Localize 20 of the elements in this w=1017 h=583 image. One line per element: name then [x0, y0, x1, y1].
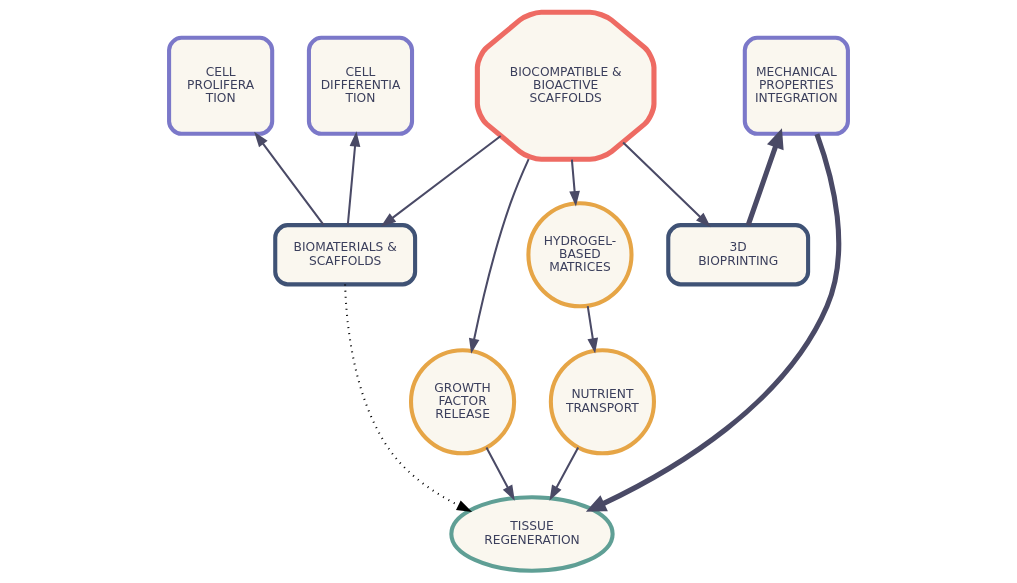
arrow [468, 158, 530, 354]
node-box: MECHANICAL PROPERTIES INTEGRATION [742, 35, 850, 136]
arrow [569, 159, 580, 207]
node-box: BIOMATERIALS & SCAFFOLDS [273, 223, 418, 287]
arrow [380, 135, 502, 227]
arrow [745, 128, 784, 226]
node-box: CELL DIFFERENTIA TION [306, 35, 415, 136]
node-circle: NUTRIENT TRANSPORT [548, 348, 656, 456]
arrow [254, 131, 325, 226]
node-circle: GROWTH FACTOR RELEASE [408, 348, 517, 456]
node-box: CELL PROLIFERA TION [167, 35, 275, 136]
arrow [586, 305, 599, 354]
arrow [346, 131, 361, 226]
arrow [549, 447, 580, 501]
arrow [344, 284, 473, 512]
arrow [622, 141, 711, 228]
arrow [585, 133, 842, 512]
node-circle: HYDROGEL- BASED MATRICES [526, 201, 634, 309]
arrow [485, 447, 515, 501]
node-box: 3D BIOPRINTING [666, 223, 811, 287]
